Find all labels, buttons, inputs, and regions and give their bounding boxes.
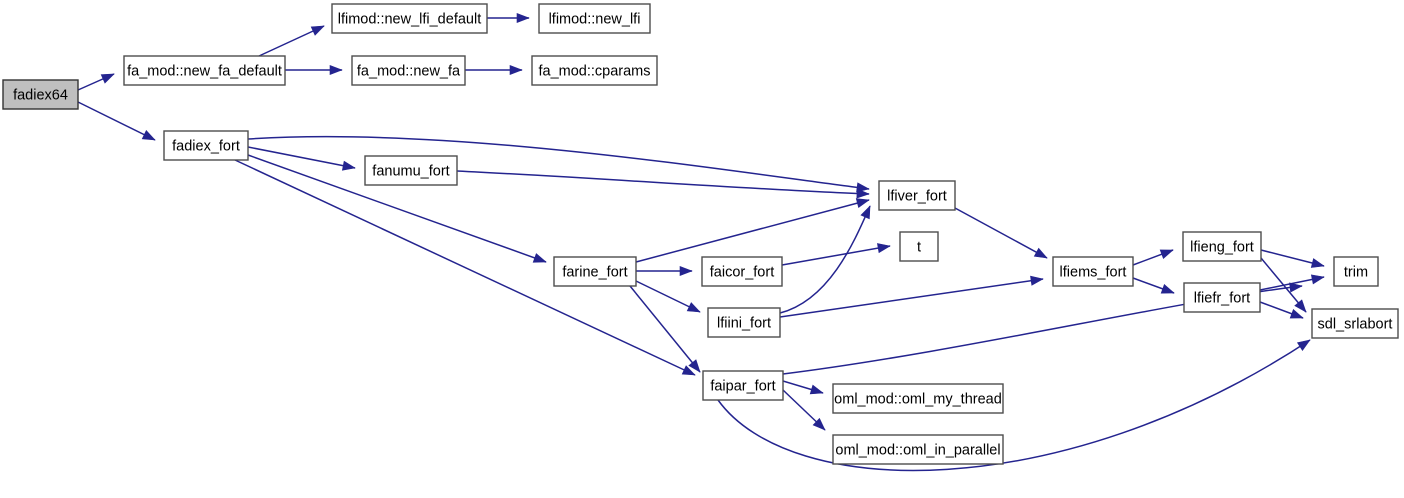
graph-node-faipar_fort[interactable]: faipar_fort [702,370,784,401]
call-edge [779,278,1044,318]
call-edge [779,205,871,314]
graph-node-lfiini_fort[interactable]: lfiini_fort [707,307,781,338]
call-edge [77,101,156,141]
node-box[interactable] [123,55,286,86]
graph-node-fa_mod_new_fa_default[interactable]: fa_mod::new_fa_default [123,55,286,86]
call-edge [629,285,701,373]
graph-node-oml_in_parallel[interactable]: oml_mod::oml_in_parallel [832,434,1004,465]
node-box[interactable] [1052,256,1134,287]
arrowhead-icon [681,365,696,376]
node-box[interactable] [1182,231,1262,262]
node-box[interactable] [364,155,458,186]
graph-node-lfimod_new_lfi_default[interactable]: lfimod::new_lfi_default [331,3,488,34]
graph-node-fadiex64[interactable]: fadiex64 [2,79,79,110]
node-box[interactable] [553,256,637,287]
graph-node-farine_fort[interactable]: farine_fort [553,256,637,287]
arrowhead-icon [1289,282,1303,293]
arrowhead-icon [1310,274,1325,285]
call-edge [247,135,870,190]
call-edge [954,207,1048,259]
call-edge [234,159,696,376]
node-box[interactable] [531,55,658,86]
arrowhead-icon [679,265,693,277]
arrowhead-icon [1030,275,1044,286]
node-box[interactable] [2,79,79,110]
node-box[interactable] [832,434,1004,465]
arrowhead-icon [1159,249,1174,260]
node-box[interactable] [538,3,651,34]
arrowhead-icon [1160,284,1175,294]
node-box[interactable] [702,370,784,401]
arrowhead-icon [329,64,343,76]
call-edge [247,146,356,169]
nodes-layer: fadiex64 fa_mod::new_fa_defaultfadiex_for… [2,3,1399,465]
node-box[interactable] [163,130,249,161]
edges-layer [77,12,1325,472]
graph-node-fadiex_fort[interactable]: fadiex_fort [163,130,249,161]
arrowhead-icon [686,302,701,313]
arrowhead-icon [855,198,870,209]
arrowhead-icon [532,253,547,263]
arrowhead-icon [1296,339,1311,351]
node-box[interactable] [832,383,1004,414]
call-edge [456,170,870,195]
graph-node-lfieng_fort[interactable]: lfieng_fort [1182,231,1262,262]
arrowhead-icon [877,243,891,254]
arrowhead-icon [812,417,826,431]
arrowhead-icon [1033,247,1048,259]
call-edge [635,199,870,263]
graph-node-lfiems_fort[interactable]: lfiems_fort [1052,256,1134,287]
graph-node-sdl_srlabort[interactable]: sdl_srlabort [1311,308,1399,339]
graph-node-faicor_fort[interactable]: faicor_fort [701,256,783,287]
arrowhead-icon [688,359,701,373]
graph-node-lfimod_new_lfi[interactable]: lfimod::new_lfi [538,3,651,34]
call-edge [247,154,547,263]
node-box[interactable] [899,231,939,262]
call-edge [717,339,1311,472]
graph-node-fa_mod_new_fa[interactable]: fa_mod::new_fa [351,55,466,86]
node-box[interactable] [331,3,488,34]
arrowhead-icon [1310,258,1325,268]
graph-node-lfiver_fort[interactable]: lfiver_fort [878,180,956,211]
arrowhead-icon [509,64,523,76]
call-edge [781,245,891,266]
graph-node-fa_mod_cparams[interactable]: fa_mod::cparams [531,55,658,86]
arrowhead-icon [100,73,115,84]
node-box[interactable] [351,55,466,86]
arrowhead-icon [1289,308,1304,319]
arrowhead-icon [341,160,356,171]
arrowhead-icon [860,205,871,220]
graph-node-fanumu_fort[interactable]: fanumu_fort [364,155,458,186]
arrowhead-icon [516,12,530,24]
node-box[interactable] [1311,308,1399,339]
graph-node-lfiefr_fort[interactable]: lfiefr_fort [1183,282,1261,313]
arrowhead-icon [856,188,870,199]
node-box[interactable] [1183,282,1261,313]
node-box[interactable] [1333,256,1379,287]
graph-node-oml_my_thread[interactable]: oml_mod::oml_my_thread [832,383,1004,414]
node-box[interactable] [701,256,783,287]
node-box[interactable] [707,307,781,338]
graph-node-trim[interactable]: trim [1333,256,1379,287]
arrowhead-icon [809,384,824,395]
arrowhead-icon [141,130,156,141]
node-box[interactable] [878,180,956,211]
arrowhead-icon [1294,299,1307,313]
graph-node-t[interactable]: t [899,231,939,262]
arrowhead-icon [310,25,325,36]
